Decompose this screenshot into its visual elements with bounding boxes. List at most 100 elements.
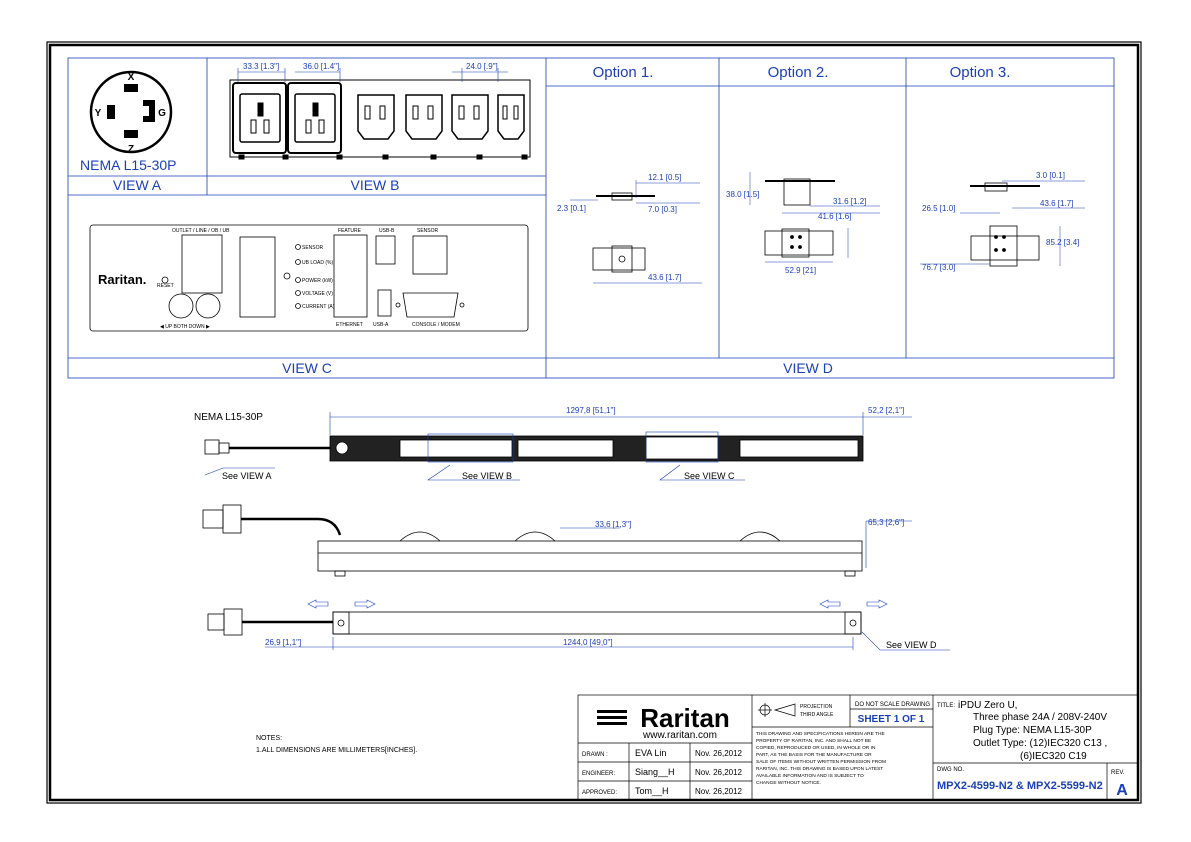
- option-3-dim-d: 85.2 [3.4]: [1046, 238, 1079, 247]
- drawn-by: EVA Lin: [635, 748, 666, 758]
- top-grid: [67, 57, 1115, 379]
- legal-line: COPIED, REPRODUCED OR USED, IN WHOLE OR …: [756, 745, 876, 751]
- view-b-dim-36: 36.0 [1.4"]: [303, 62, 339, 71]
- engineer-date: Nov. 26,2012: [695, 768, 743, 777]
- indicator-voltage: VOLTAGE (V): [302, 291, 333, 297]
- legal-line: SALE OF ITEMS WITHOUT WRITTEN PERMISSION…: [756, 759, 886, 765]
- usb-a-label: USB-A: [373, 322, 389, 328]
- option-1-title: Option 1.: [593, 64, 654, 81]
- console-label: CONSOLE / MODEM: [412, 322, 460, 328]
- legal-text: THIS DRAWING AND SPECIFICATIONS HEREIN A…: [756, 731, 886, 786]
- legal-line: CHANGE WITHOUT NOTICE.: [756, 780, 821, 786]
- option-3-bracket: [970, 182, 1040, 267]
- view-a-plug-title: NEMA L15-30P: [80, 157, 177, 173]
- dwg-no: MPX2-4599-N2 & MPX2-5599-N2: [937, 780, 1103, 792]
- title-brand-mark: [597, 710, 627, 725]
- controller-brand: Raritan.: [98, 272, 146, 287]
- title-line-2: Three phase 24A / 208V-240V: [973, 712, 1107, 723]
- rev-label: REV.: [1111, 770, 1125, 776]
- pin-g-label: G: [158, 108, 166, 119]
- option-1-dim-b: 2.3 [0.1]: [557, 204, 586, 213]
- view-d-label: VIEW D: [783, 360, 833, 376]
- bottom-dim-2: 1244,0 [49,0"]: [563, 638, 613, 647]
- engineer-by: Siang__H: [635, 767, 675, 777]
- reset-label: RESET: [157, 283, 174, 289]
- see-view-b: See VIEW B: [462, 471, 512, 481]
- option-3-dim-c: 43.6 [1.7]: [1040, 199, 1073, 208]
- pin-z-label: Z: [128, 144, 134, 155]
- pin-y-label: Y: [95, 108, 102, 119]
- dont-scale-label: DO NOT SCALE DRAWING: [855, 702, 930, 708]
- option-2-title: Option 2.: [768, 64, 829, 81]
- notes-title: NOTES:: [256, 735, 282, 742]
- projection-label: PROJECTION: [800, 704, 833, 710]
- dwg-no-label: DWG NO.: [937, 767, 964, 773]
- see-view-a: See VIEW A: [222, 471, 272, 481]
- legal-line: PART, AS THE BASIS FOR THE MANUFACTURE O…: [756, 752, 872, 758]
- main-len-end: 52,2 [2,1"]: [868, 406, 904, 415]
- indicator-sensor: SENSOR: [302, 245, 324, 251]
- side-dim-2: 65,3 [2,6"]: [868, 518, 904, 527]
- option-1-dim-a: 12.1 [0.5]: [648, 173, 681, 182]
- option-3-dim-lines: [920, 180, 1085, 266]
- view-a-label: VIEW A: [113, 177, 162, 193]
- side-dim-lines: [560, 520, 912, 568]
- front-dim-lines: [204, 412, 912, 481]
- view-b-label: VIEW B: [350, 177, 399, 193]
- see-view-d: See VIEW D: [886, 640, 937, 650]
- see-view-c: See VIEW C: [684, 471, 735, 481]
- usb-b-label: USB-B: [379, 228, 395, 234]
- approved-by: Tom__H: [635, 786, 669, 796]
- outlet-line-label: OUTLET / LINE / OB / UB: [172, 228, 230, 234]
- sheet-label: SHEET 1 OF 1: [858, 714, 925, 725]
- option-3-title: Option 3.: [950, 64, 1011, 81]
- view-b-dim-33: 33.3 [1.3"]: [243, 62, 279, 71]
- option-1-bracket: [592, 192, 655, 273]
- rev-value: A: [1116, 782, 1128, 799]
- outer-border: [46, 41, 1142, 804]
- title-url: www.raritan.com: [642, 730, 717, 741]
- bottom-view: [207, 608, 862, 636]
- main-len-total: 1297,8 [51,1"]: [566, 406, 616, 415]
- outlet-panel: [229, 79, 531, 160]
- third-angle-label: THIRD ANGLE: [800, 712, 834, 718]
- option-2-dim-a: 38.0 [1.5]: [726, 190, 759, 199]
- option-1-dim-lines: [570, 180, 702, 284]
- bottom-dim-lines: [265, 599, 950, 651]
- ethernet-label: ETHERNET: [336, 322, 363, 328]
- indicator-power: POWER (kW): [302, 278, 333, 284]
- side-view: [202, 504, 863, 577]
- title-block-frame: [577, 694, 1139, 801]
- pin-x-label: X: [128, 72, 135, 83]
- indicator-ub-load: UB LOAD (%): [302, 260, 333, 266]
- drawn-date: Nov. 26,2012: [695, 749, 743, 758]
- approved-date: Nov. 26,2012: [695, 787, 743, 796]
- option-2-dim-lines: [749, 172, 880, 263]
- legal-line: RARITAN, INC. THIS DRAWING IS BASED UPON…: [756, 766, 883, 772]
- option-1-dim-c: 7.0 [0.3]: [648, 205, 677, 214]
- view-c-label: VIEW C: [282, 360, 332, 376]
- title-line-1: iPDU Zero U,: [958, 700, 1017, 711]
- front-view: [204, 435, 864, 462]
- engineer-label: ENGINEER:: [582, 771, 615, 777]
- title-brand: Raritan: [640, 703, 730, 733]
- option-3-dim-a: 3.0 [0.1]: [1036, 171, 1065, 180]
- approved-label: APPROVED:: [582, 790, 617, 796]
- notes-line-1: 1.ALL DIMENSIONS ARE MILLIMETERS[INCHES]…: [256, 747, 417, 754]
- nema-plug-face: X Y G Z: [89, 70, 173, 155]
- option-2-dim-b: 31.6 [1.2]: [833, 197, 866, 206]
- title-line-4: Outlet Type: (12)IEC320 C13 ,: [973, 738, 1107, 749]
- main-plug-label: NEMA L15-30P: [194, 412, 263, 423]
- option-2-bracket: [764, 178, 835, 258]
- controller-panel: [89, 224, 529, 332]
- feature-label: FEATURE: [338, 228, 362, 234]
- updown-label: ◀ UP BOTH DOWN ▶: [160, 324, 210, 330]
- legal-line: AVAILABLE INFORMATION AND IS SUBJECT TO: [756, 773, 864, 779]
- option-3-dim-b: 26.5 [1.0]: [922, 204, 955, 213]
- title-line-3: Plug Type: NEMA L15-30P: [973, 725, 1092, 736]
- title-line-5: (6)IEC320 C19: [1020, 751, 1087, 762]
- option-2-dim-d: 52.9 [21]: [785, 266, 816, 275]
- option-3-dim-e: 76.7 [3.0]: [922, 263, 955, 272]
- option-2-dim-c: 41.6 [1.6]: [818, 212, 851, 221]
